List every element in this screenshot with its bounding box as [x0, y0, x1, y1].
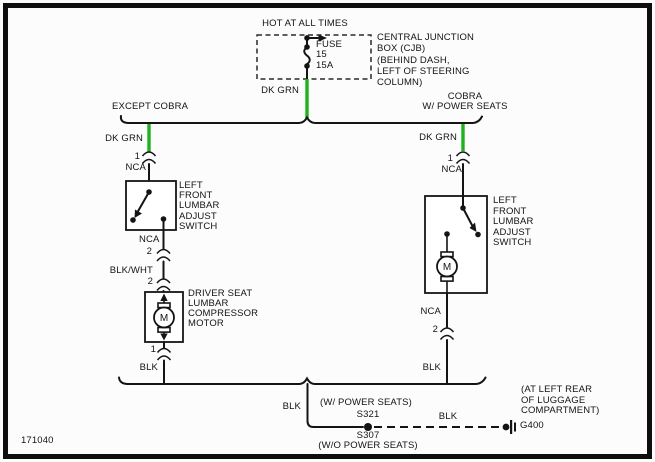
splice-label: S307	[356, 430, 380, 441]
wire-color-label: BLK	[438, 411, 458, 422]
pin-number: 1	[150, 344, 156, 355]
cjb-note-line: COLUMN)	[377, 77, 423, 89]
left-switch-box	[125, 180, 177, 231]
cobra-label-line: COBRA	[447, 91, 483, 102]
ground-location-line: OF LUGGAGE	[521, 394, 586, 406]
wire-color-label: DK GRN	[419, 132, 457, 143]
switch-label-line: LEFT	[493, 195, 517, 206]
switch-label-line: FRONT	[179, 190, 213, 202]
right-switch-box	[424, 195, 488, 294]
fuse-rating: 15A	[316, 59, 334, 71]
option-note: (W/ POWER SEATS)	[320, 397, 412, 408]
ground-location-line: COMPARTMENT)	[521, 405, 600, 416]
diagram-number: 171040	[21, 435, 54, 446]
wire-color-label: BLK/WHT	[109, 265, 153, 276]
wire-color-label: BLK	[422, 362, 441, 373]
except-cobra-label: EXCEPT COBRA	[112, 101, 189, 112]
motor-label-line: LUMBAR	[188, 298, 229, 309]
cjb-note: CENTRAL JUNCTION BOX (CJB) (BEHIND DASH,…	[377, 32, 474, 88]
inline-connector-icon	[439, 327, 455, 341]
splice-dot	[364, 423, 372, 431]
left-branch-wiring	[125, 124, 184, 385]
pin-number: 1	[447, 153, 453, 164]
cobra-label: COBRA W/ POWER SEATS	[422, 91, 508, 113]
right-switch-label: LEFT FRONT LUMBAR ADJUST SWITCH	[493, 195, 534, 249]
inline-connector-icon	[156, 248, 171, 262]
ground-location-line: (AT LEFT REAR	[521, 384, 593, 395]
right-branch-wiring	[424, 124, 488, 385]
pin-number: 1	[134, 151, 140, 162]
wire-color-label: DK GRN	[105, 133, 143, 144]
switch-label-line: LUMBAR	[493, 216, 534, 227]
inline-connector-icon	[455, 151, 471, 165]
motor-label-line: DRIVER SEAT	[188, 288, 253, 299]
hot-at-all-times-label: HOT AT ALL TIMES	[262, 18, 348, 29]
pin-number: 2	[146, 246, 152, 257]
circuit-label: NCA	[139, 234, 160, 245]
ground-id-label: G400	[520, 420, 544, 431]
motor-letter: M	[160, 313, 168, 324]
cjb-note-line: CENTRAL JUNCTION	[377, 32, 475, 43]
cjb-note-line: LEFT OF STEERING	[377, 65, 470, 77]
splice-label: S321	[356, 409, 380, 420]
switch-icon	[460, 195, 481, 238]
motor-label-line: COMPRESSOR	[188, 308, 259, 319]
cjb-note-line: (BEHIND DASH,	[377, 54, 450, 66]
inline-connector-icon	[156, 347, 172, 361]
option-note: (W/O POWER SEATS)	[318, 440, 418, 451]
left-switch-label: LEFT FRONT LUMBAR ADJUST SWITCH	[179, 180, 220, 232]
options-bus-bottom	[118, 376, 487, 385]
pin-number: 2	[432, 324, 438, 335]
switch-label-line: SWITCH	[493, 237, 532, 248]
ground-icon	[502, 420, 516, 434]
cobra-label-line: W/ POWER SEATS	[422, 101, 508, 113]
motor-label: DRIVER SEAT LUMBAR COMPRESSOR MOTOR	[188, 289, 258, 329]
central-junction-box-outline	[256, 34, 372, 80]
motor-label-line: MOTOR	[188, 318, 224, 329]
motor-icon	[436, 231, 458, 293]
motor-letter: M	[443, 262, 451, 273]
switch-label-line: LUMBAR	[179, 200, 220, 212]
fuse-label: FUSE 15 15A	[316, 39, 342, 71]
fuse-name: FUSE	[316, 39, 342, 50]
options-bus-top	[119, 115, 483, 124]
circuit-label: NCA	[420, 306, 441, 317]
fuse-icon	[303, 34, 327, 80]
fuse-number: 15	[316, 49, 327, 61]
switch-label-line: FRONT	[493, 205, 527, 217]
switch-label-line: LEFT	[179, 180, 203, 191]
switch-label-line: ADJUST	[179, 210, 217, 222]
pin-number: 2	[147, 276, 153, 287]
switch-label-line: SWITCH	[179, 220, 218, 232]
ground-location-note: (AT LEFT REAR OF LUGGAGE COMPARTMENT)	[521, 384, 600, 417]
wire-color-label: BLK	[139, 362, 158, 373]
wire-color-label: BLK	[282, 401, 301, 412]
wire-color-label: DK GRN	[261, 85, 299, 96]
switch-label-line: ADJUST	[493, 226, 531, 238]
circuit-label: NCA	[441, 164, 462, 175]
ground-run	[306, 383, 516, 434]
circuit-label: NCA	[125, 162, 146, 173]
cjb-note-line: BOX (CJB)	[377, 43, 426, 55]
motor-icon	[153, 293, 175, 341]
inline-connector-icon	[156, 278, 171, 292]
